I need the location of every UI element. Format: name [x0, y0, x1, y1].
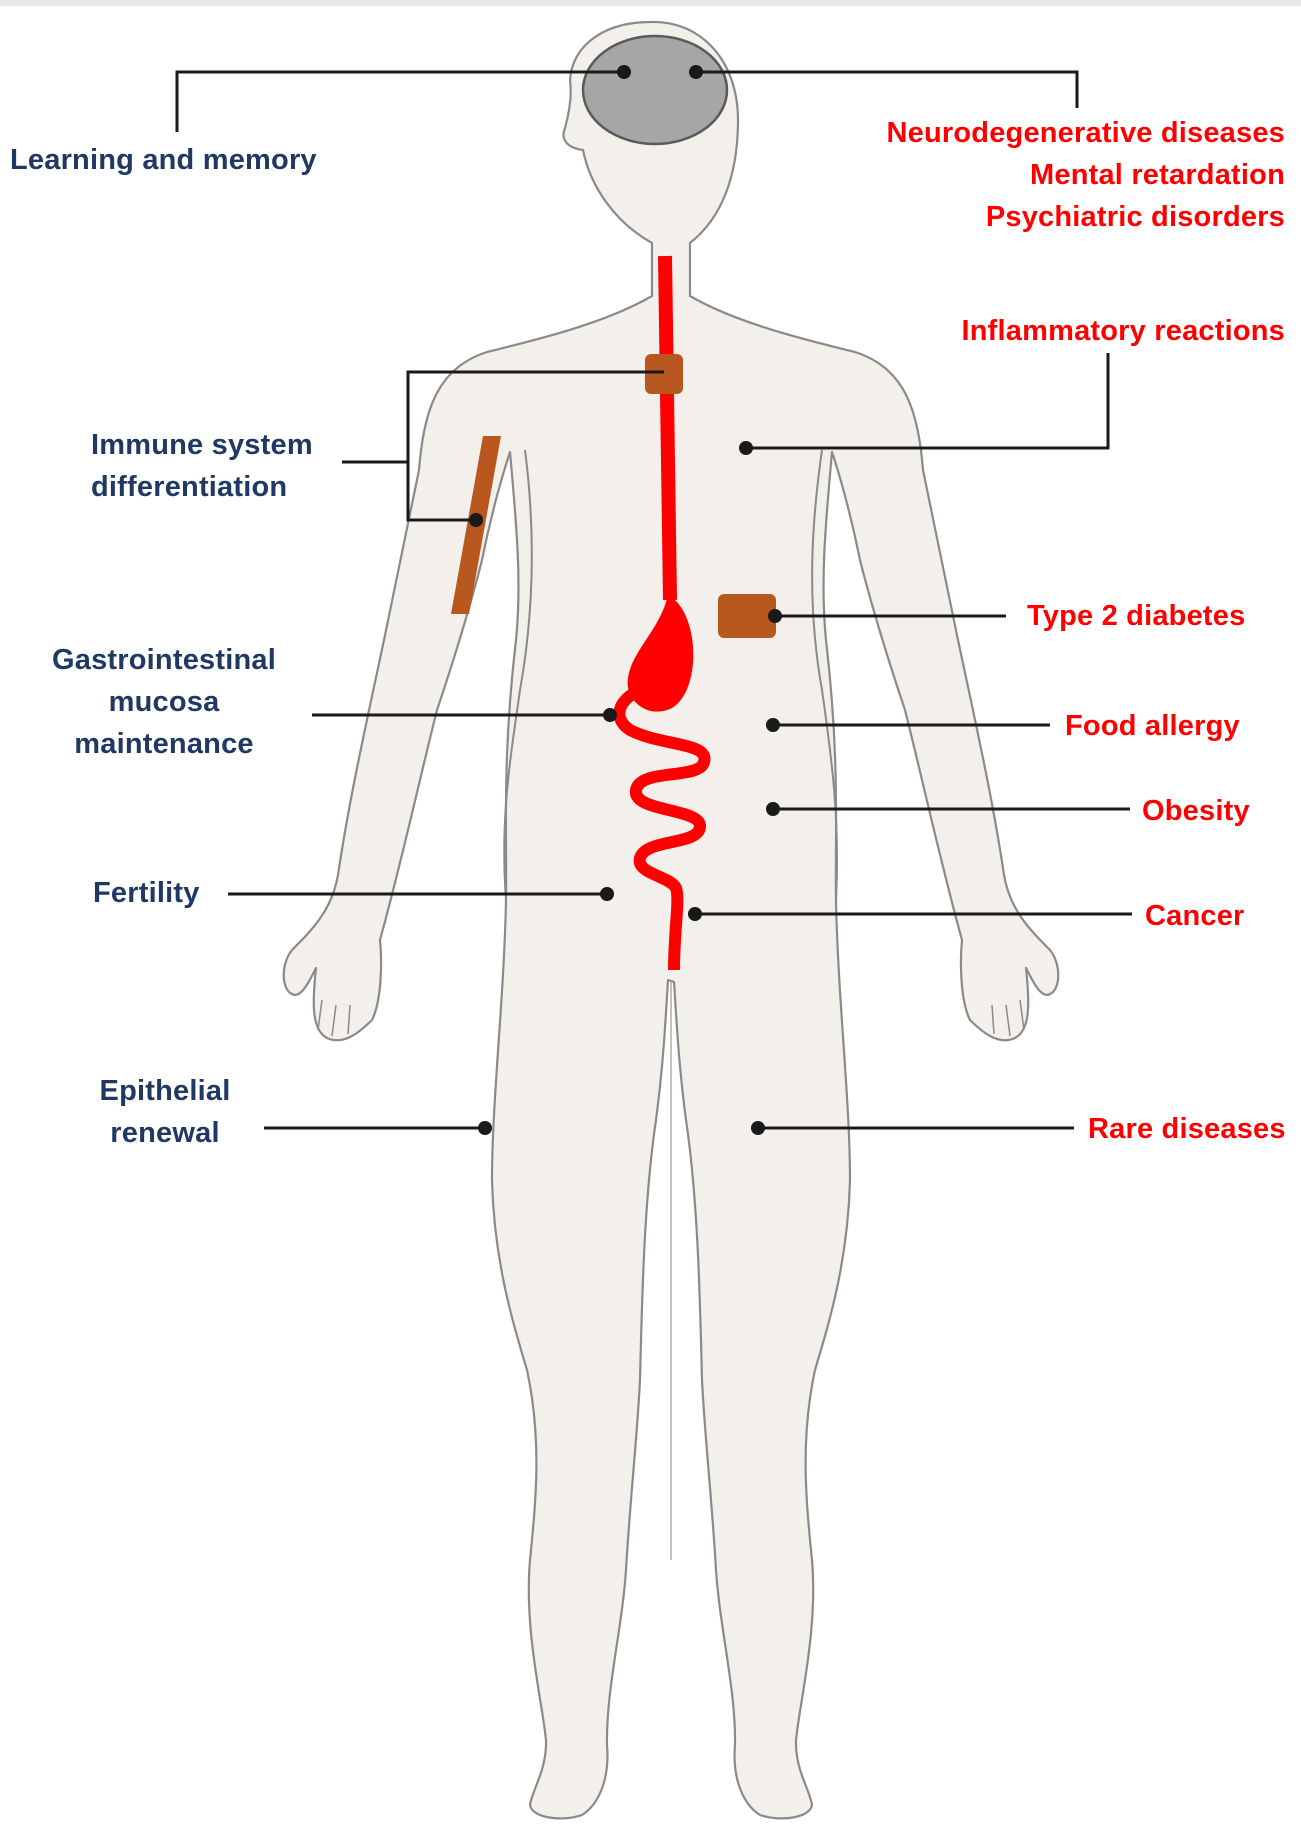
label-line: Immune system: [91, 424, 313, 466]
dot-inflammatory: [739, 441, 753, 455]
label-line: Cancer: [1145, 895, 1245, 937]
label-learning-memory: Learning and memory: [10, 139, 317, 181]
dot-neuro: [689, 65, 703, 79]
label-rare-diseases: Rare diseases: [1088, 1108, 1286, 1150]
label-neuro-diseases: Neurodegenerative diseases Mental retard…: [887, 112, 1286, 238]
label-type2-diabetes: Type 2 diabetes: [1027, 595, 1245, 637]
label-gastrointestinal: Gastrointestinal mucosa maintenance: [44, 639, 284, 765]
brain-icon: [583, 36, 727, 144]
label-line: mucosa: [44, 681, 284, 723]
label-line: Inflammatory reactions: [962, 310, 1286, 352]
dot-gastro: [603, 708, 617, 722]
label-immune-differentiation: Immune system differentiation: [91, 424, 313, 508]
label-line: Mental retardation: [887, 154, 1286, 196]
label-line: renewal: [80, 1112, 250, 1154]
dot-immune-bone: [469, 513, 483, 527]
leader-learning: [177, 72, 624, 132]
label-obesity: Obesity: [1142, 790, 1250, 832]
pancreas-icon: [718, 594, 776, 638]
label-line: Type 2 diabetes: [1027, 595, 1245, 637]
label-line: Fertility: [93, 872, 200, 914]
leader-neuro: [696, 72, 1077, 108]
label-line: Epithelial: [80, 1070, 250, 1112]
label-line: maintenance: [44, 723, 284, 765]
label-line: Food allergy: [1065, 705, 1240, 747]
label-food-allergy: Food allergy: [1065, 705, 1240, 747]
label-epithelial-renewal: Epithelial renewal: [80, 1070, 250, 1154]
label-line: differentiation: [91, 466, 313, 508]
label-line: Psychiatric disorders: [887, 196, 1286, 238]
dot-allergy: [766, 718, 780, 732]
label-cancer: Cancer: [1145, 895, 1245, 937]
thymus-icon: [645, 354, 683, 394]
dot-diabetes: [768, 609, 782, 623]
label-fertility: Fertility: [93, 872, 200, 914]
label-inflammatory-reactions: Inflammatory reactions: [962, 310, 1286, 352]
dot-obesity: [766, 802, 780, 816]
label-line: Obesity: [1142, 790, 1250, 832]
dot-rare: [751, 1121, 765, 1135]
label-line: Rare diseases: [1088, 1108, 1286, 1150]
dot-cancer: [688, 907, 702, 921]
label-line: Neurodegenerative diseases: [887, 112, 1286, 154]
dot-epithelial: [478, 1121, 492, 1135]
label-line: Learning and memory: [10, 139, 317, 181]
label-line: Gastrointestinal: [44, 639, 284, 681]
dot-learning: [617, 65, 631, 79]
dot-fertility: [600, 887, 614, 901]
